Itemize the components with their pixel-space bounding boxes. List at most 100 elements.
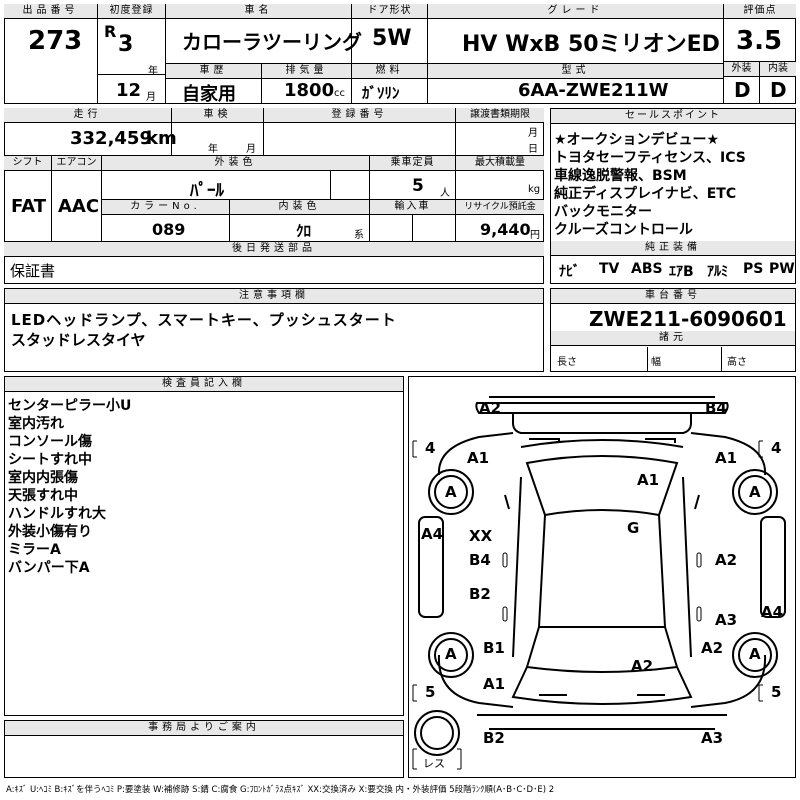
mileage-unit: km [146, 128, 177, 149]
spec-height: 高さ [727, 357, 747, 368]
spec-label: 諸元 [551, 331, 795, 346]
lot-number: 273 [28, 26, 83, 56]
month: 12 [116, 80, 142, 101]
displacement: 1800 [284, 80, 335, 101]
office-block: 事務局よりご案内 [4, 720, 404, 778]
chassis-label: 車台番号 [551, 289, 795, 304]
history-label: 車歴 [166, 64, 261, 79]
mark-left-side: A4 [421, 525, 444, 543]
inspector-line: 室内内張傷 [8, 470, 78, 486]
equipment-tv: TV [599, 261, 620, 277]
inspector-label: 検査員記入欄 [5, 377, 403, 392]
ext-color: ﾊﾟｰﾙ [190, 181, 224, 201]
mark-trunk: A2 [631, 657, 654, 675]
equipment-pw: PW [769, 261, 795, 277]
car-diagram: A2 B4 A1 A1 A1 A A G A4 XX B4 A2 B2 A3 A… [408, 376, 796, 778]
spec-length: 長さ [557, 357, 577, 368]
fuel-label: 燃料 [352, 64, 427, 79]
int-color-unit: 系 [354, 230, 364, 241]
fuel-cell: 燃料 ｶﾞｿﾘﾝ [352, 64, 428, 104]
chassis-number: ZWE211-6090601 [589, 307, 787, 331]
later-parts: 保証書 [10, 262, 56, 280]
year-unit: 年 [148, 66, 158, 77]
history-cell: 車歴 自家用 [166, 64, 262, 105]
equipment-label: 純正装備 [551, 241, 795, 256]
sales-point-line: バックモニター [554, 204, 652, 220]
later-parts-label: 後日発送部品 [4, 242, 544, 257]
month-unit: 月 [146, 92, 156, 103]
spare-tire-label: レス [423, 757, 445, 770]
inspector-line: コンソール傷 [8, 434, 92, 450]
mark-tire-fr: A [749, 483, 761, 501]
grade-label: グレード [428, 4, 723, 19]
mark-rear-fender-right: A2 [701, 639, 724, 657]
inspector-line: ミラーA [8, 542, 61, 558]
tire-depth-fl: 4 [425, 439, 436, 457]
import-cell: 輸入車 [370, 200, 456, 242]
int-color-cell: 内装色 ｸﾛ 系 [230, 200, 370, 242]
sales-point-line: トヨタセーフティセンス、ICS [554, 150, 746, 166]
equipment-alumi: ｱﾙﾐ [707, 264, 728, 280]
ext-cell: 外装 D [724, 62, 760, 104]
era: R [104, 22, 117, 41]
sales-point-line: 純正ディスプレイナビ、ETC [554, 186, 737, 202]
mark-tire-fl: A [445, 483, 457, 501]
mark-front-door-left: B4 [469, 551, 491, 569]
reg-no-cell: 登録番号 [264, 108, 456, 156]
inspector-line: センターピラー小U [8, 398, 132, 414]
ext-color-cell: 外装色 ﾊﾟｰﾙ [102, 156, 370, 201]
lot-label: 出品番号 [4, 4, 97, 19]
ext-color-label: 外装色 [102, 156, 369, 171]
first-reg-label: 初度登録 [98, 4, 165, 19]
color-no: 089 [152, 220, 186, 239]
notes-label: 注意事項欄 [5, 289, 543, 304]
mark-front-door-right: A2 [715, 551, 738, 569]
mark-hood: A1 [637, 471, 660, 489]
displacement-unit: cc [334, 88, 345, 99]
transfer-label: 譲渡書類期限 [456, 108, 544, 123]
mark-rear-door-right: A3 [715, 611, 738, 629]
model-cell: 型式 6AA-ZWE211W [428, 64, 724, 104]
displacement-label: 排気量 [262, 64, 351, 79]
mark-rear-bumper-left: B2 [483, 729, 505, 747]
int-color-label: 内装色 [230, 200, 369, 215]
equipment-navi: ﾅﾋﾞ [559, 264, 580, 280]
inspector-block: 検査員記入欄 センターピラー小U 室内汚れ コンソール傷 シートすれ中 室内内張… [4, 376, 404, 716]
mileage: 332,459 [70, 128, 152, 149]
mark-rear-fender-left: B1 [483, 639, 505, 657]
lot-cell: 出品番号 273 [4, 4, 98, 104]
equipment-ps: PS [743, 261, 764, 277]
ac-label: エアコン [52, 156, 101, 171]
import-label: 輸入車 [370, 200, 455, 215]
inspector-line: ハンドルすれ大 [8, 506, 106, 522]
int-score: D [770, 78, 787, 102]
ac: AAC [58, 196, 100, 217]
sales-point-block: セールスポイント ★オークションデビュー★ トヨタセーフティセンス、ICS 車線… [550, 108, 796, 284]
color-no-cell: カラーNo. 089 [102, 200, 230, 242]
mark-rear-quarter-left: A1 [483, 675, 506, 693]
load-label: 最大積載量 [456, 156, 544, 171]
notes-block: 注意事項欄 LEDヘッドランプ、スマートキー、プッシュスタート スタッドレスタイ… [4, 288, 544, 372]
mileage-cell: 走行 332,459 km [4, 108, 177, 156]
mark-rear-bumper-right: A3 [701, 729, 724, 747]
int-color: ｸﾛ [296, 222, 312, 240]
equipment-airbag: ｴｱB [669, 264, 694, 280]
inspector-line: 天張すれ中 [8, 488, 78, 504]
shift: FAT [11, 196, 47, 217]
mark-tire-rr: A [749, 645, 761, 663]
equipment-abs: ABS [631, 261, 663, 277]
year: 3 [118, 32, 134, 57]
ext-score: D [734, 78, 751, 102]
load-unit: kg [528, 184, 541, 195]
capacity-unit: 人 [440, 188, 450, 199]
inspection-cell: 車検 年 月 [172, 108, 264, 156]
inspector-line: シートすれ中 [8, 452, 92, 468]
ac-cell: エアコン AAC [52, 156, 102, 242]
transfer-day: 日 [528, 144, 538, 155]
later-parts-cell: 後日発送部品 保証書 [4, 242, 544, 284]
recycle-label: リサイクル預託金 [456, 200, 544, 215]
shift-label: シフト [4, 156, 51, 171]
grade-cell: グレード HV WxB 50ミリオンED [428, 4, 724, 64]
first-reg-cell: 初度登録 R 3 年 12 月 [98, 4, 166, 104]
car-name: カローラツーリング [182, 30, 362, 54]
